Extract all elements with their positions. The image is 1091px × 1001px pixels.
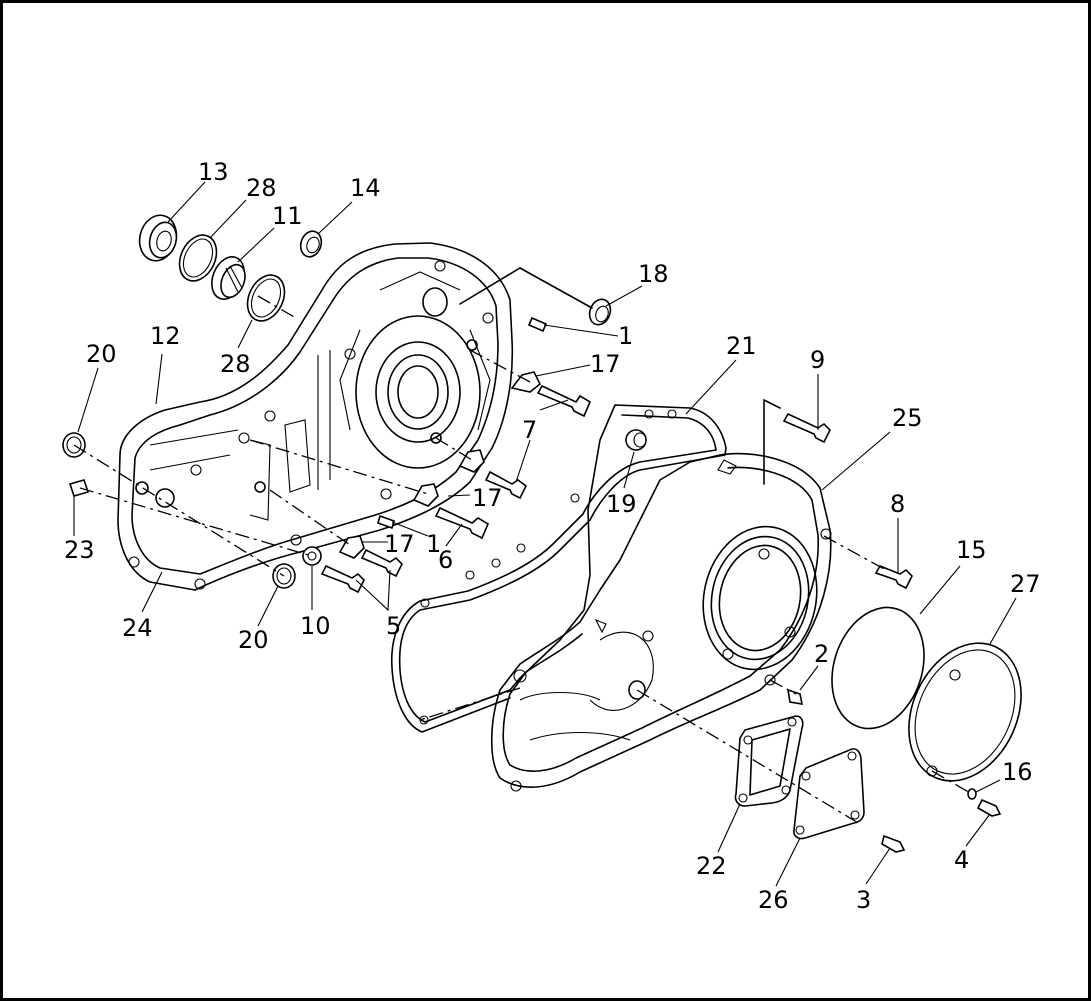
inner-primary-housing (117, 242, 514, 591)
parts-drawing: 13 28 11 14 28 18 1 12 20 17 7 17 21 9 2… (62, 158, 1041, 914)
lock-plate-17b (458, 449, 485, 473)
callout-7: 7 (522, 416, 537, 444)
callout-22: 22 (696, 852, 727, 880)
callout-15: 15 (956, 536, 987, 564)
bushing-18 (588, 298, 612, 326)
callout-1: 1 (426, 530, 441, 558)
screw-4 (976, 798, 1002, 817)
callout-25: 25 (892, 404, 923, 432)
callout-3: 3 (856, 886, 871, 914)
washer-10 (302, 546, 322, 566)
callout-8: 8 (890, 490, 905, 518)
inspection-cover (793, 748, 865, 840)
bushing-19 (625, 429, 647, 451)
callout-28: 28 (246, 174, 277, 202)
derby-cover-gasket (831, 606, 925, 730)
primary-cover-gasket (390, 404, 727, 733)
screw-3 (881, 834, 906, 853)
callout-13: 13 (198, 158, 229, 186)
callout-27: 27 (1010, 570, 1041, 598)
callout-11: 11 (272, 202, 303, 230)
callout-20: 20 (238, 626, 269, 654)
callout-23: 23 (64, 536, 95, 564)
callout-17: 17 (384, 530, 415, 558)
callout-4: 4 (954, 846, 969, 874)
seal-14 (299, 230, 323, 258)
callout-labels: 13 28 11 14 28 18 1 12 20 17 7 17 21 9 2… (64, 158, 1041, 914)
callout-17: 17 (472, 484, 503, 512)
inspection-gasket (734, 715, 804, 807)
callout-5: 5 (386, 612, 401, 640)
callout-1: 1 (618, 322, 633, 350)
derby-cover (908, 642, 1022, 782)
alignment-lines (73, 267, 973, 825)
dowel-pin-1a (527, 316, 548, 333)
callout-21: 21 (726, 332, 757, 360)
callout-26: 26 (758, 886, 789, 914)
bolt-7-lower (484, 470, 528, 500)
callout-16: 16 (1002, 758, 1033, 786)
callout-10: 10 (300, 612, 331, 640)
bolt-5b (320, 564, 365, 594)
retaining-ring-28a (178, 234, 218, 282)
callout-17: 17 (590, 350, 621, 378)
callout-18: 18 (638, 260, 669, 288)
callout-24: 24 (122, 614, 153, 642)
callout-2: 2 (814, 640, 829, 668)
bolt-5a (360, 548, 403, 578)
callout-28: 28 (220, 350, 251, 378)
bolt-9 (782, 412, 831, 444)
screw-2 (786, 688, 804, 705)
callout-20: 20 (86, 340, 117, 368)
callout-6: 6 (438, 546, 453, 574)
bolt-8 (874, 564, 913, 590)
callout-leaders (73, 181, 1017, 887)
lock-plate-17a (510, 371, 542, 393)
callout-9: 9 (810, 346, 825, 374)
fitting-23 (68, 479, 90, 497)
outer-primary-cover (490, 452, 832, 792)
bolt-6 (434, 506, 490, 540)
callout-19: 19 (606, 490, 637, 518)
callout-14: 14 (350, 174, 381, 202)
bearing-11 (211, 256, 246, 300)
retaining-ring-28b (246, 274, 286, 322)
dowel-pin-1b (377, 514, 395, 530)
lock-plate-17c (412, 483, 439, 507)
callout-12: 12 (150, 322, 181, 350)
bearing-13 (138, 214, 178, 262)
